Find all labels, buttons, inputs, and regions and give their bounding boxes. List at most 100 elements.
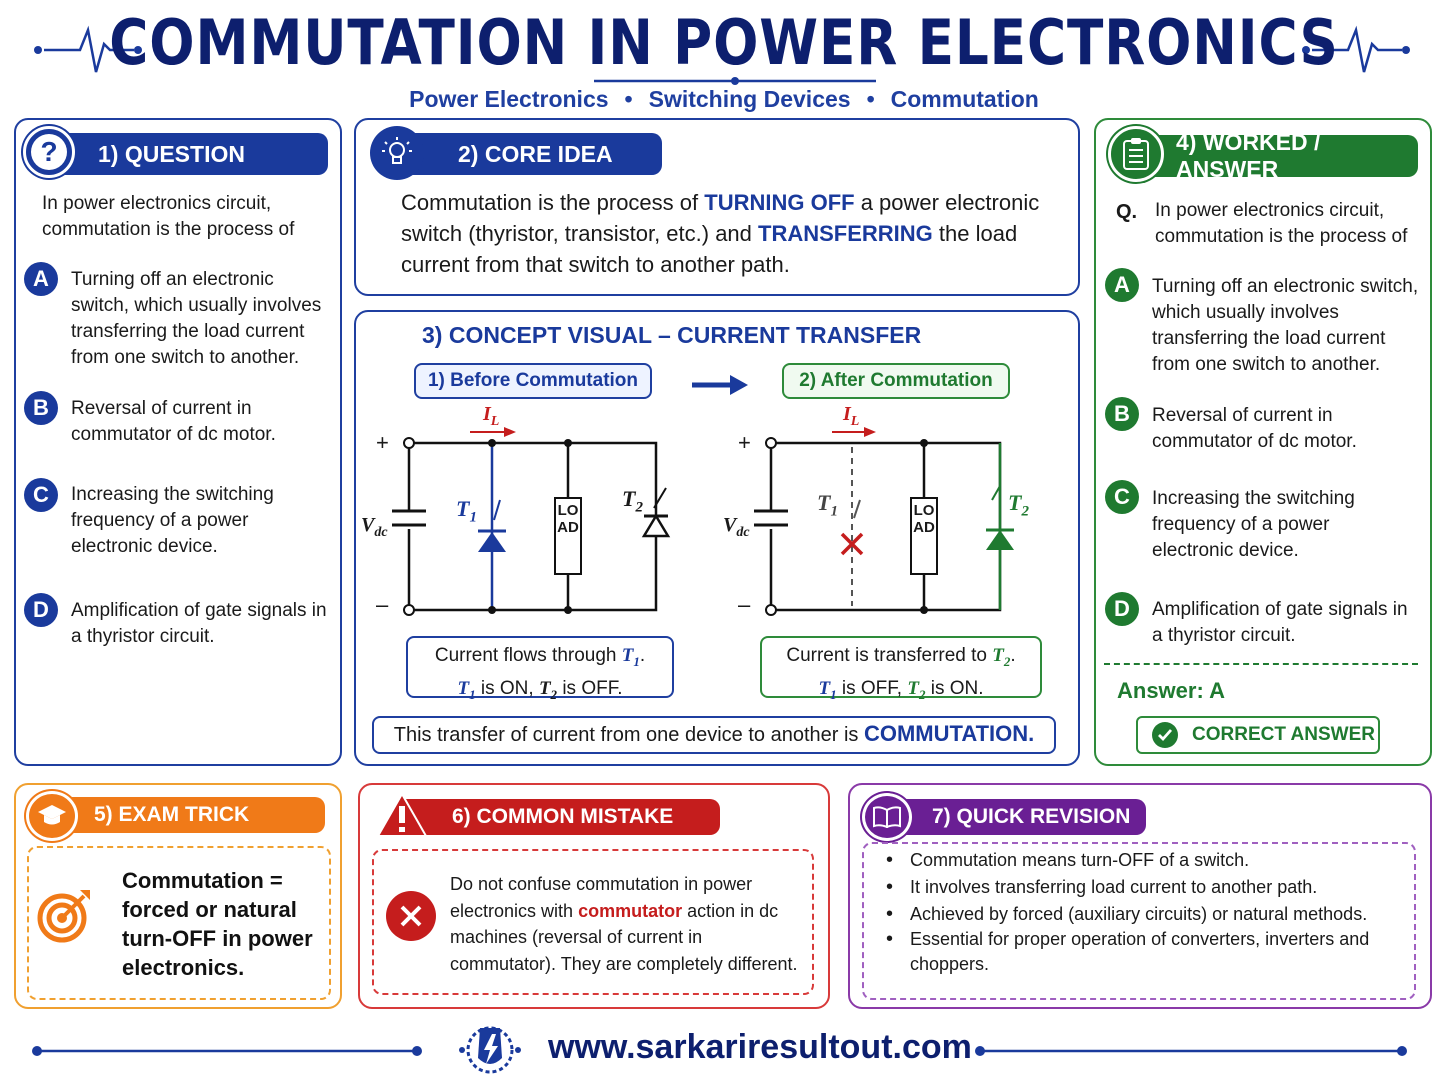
t2-symbol: T xyxy=(992,645,1004,666)
correct-answer-text: CORRECT ANSWER xyxy=(1192,724,1375,745)
question-header: 1) QUESTION xyxy=(48,133,328,175)
revision-item: Achieved by forced (auxiliary circuits) … xyxy=(880,902,1400,927)
caption-text: Current flows through xyxy=(434,645,622,666)
exam-trick-box xyxy=(27,846,331,1000)
subtitle-part-1: Power Electronics xyxy=(409,86,609,112)
t1-symbol: T xyxy=(817,490,831,515)
worked-option-a-badge: A xyxy=(1105,268,1139,302)
revision-item: It involves transferring load current to… xyxy=(880,875,1400,900)
before-il: IL xyxy=(483,403,499,430)
before-load-label: LOAD xyxy=(557,502,579,536)
t1-symbol: T xyxy=(818,677,831,699)
exam-trick-header: 5) EXAM TRICK xyxy=(46,797,325,833)
concept-summary: This transfer of current from one device… xyxy=(372,716,1056,754)
footer-line-left xyxy=(32,1046,422,1056)
worked-header: 4) WORKED / ANSWER xyxy=(1140,129,1418,182)
revision-box xyxy=(862,842,1416,1000)
before-t1-label: T1 xyxy=(456,496,477,526)
mistake-box xyxy=(372,849,814,995)
book-glyph xyxy=(873,806,901,828)
revision-item: Essential for proper operation of conver… xyxy=(880,927,1400,977)
il-symbol: I xyxy=(483,403,491,425)
subtitle-sep: • xyxy=(624,86,633,112)
lightbulb-icon xyxy=(370,126,424,180)
page-title: COMMUTATION IN POWER ELECTRONICS xyxy=(109,6,1339,79)
worked-q-label: Q. xyxy=(1116,201,1138,223)
revision-list: Commutation means turn-OFF of a switch. … xyxy=(880,848,1400,977)
after-circuit xyxy=(754,427,1014,616)
summary-highlight: COMMUTATION. xyxy=(863,721,1035,746)
vdc-symbol: V xyxy=(361,514,375,536)
t1-subscript: 1 xyxy=(830,503,838,520)
t2-subscript: 2 xyxy=(918,686,926,702)
correct-answer-badge: CORRECT ANSWER xyxy=(1136,716,1380,754)
t2-subscript: 2 xyxy=(635,499,643,516)
question-mark-icon: ? xyxy=(23,126,75,178)
caption-text: is ON, xyxy=(475,677,539,699)
t1-subscript: 1 xyxy=(469,509,477,526)
before-label: 1) Before Commutation xyxy=(414,363,652,399)
t2-subscript: 2 xyxy=(1021,503,1029,520)
option-a-text: Turning off an electronic switch, which … xyxy=(71,269,322,368)
graduation-cap-glyph xyxy=(38,805,66,825)
mistake-highlight: commutator xyxy=(578,900,683,921)
subtitle-part-2: Switching Devices xyxy=(648,86,851,112)
core-idea-header: 2) CORE IDEA xyxy=(402,133,662,175)
question-panel xyxy=(14,118,342,766)
clipboard-icon xyxy=(1108,126,1164,182)
option-d-badge: D xyxy=(24,593,58,627)
worked-option-c-text: Increasing the switching frequency of a … xyxy=(1152,488,1355,561)
core-idea-text: Commutation is the process of TURNING OF… xyxy=(401,187,1061,280)
worked-option-b-text: Reversal of current in commutator of dc … xyxy=(1152,405,1357,452)
t2-subscript: 2 xyxy=(1003,653,1011,669)
after-label: 2) After Commutation xyxy=(782,363,1010,399)
after-caption: Current is transferred to T2. T1 is OFF,… xyxy=(760,636,1042,702)
il-subscript: L xyxy=(850,414,860,429)
t2-symbol: T xyxy=(907,677,919,699)
after-t2-label: T2 xyxy=(1008,490,1029,520)
revision-item: Commutation means turn-OFF of a switch. xyxy=(880,848,1400,873)
t1-symbol: T xyxy=(621,645,634,666)
footer-url-link[interactable]: www.sarkariresultout.com xyxy=(548,1028,972,1066)
t1-symbol: T xyxy=(457,677,470,699)
after-plus: + xyxy=(738,430,751,455)
pulse-icon-left xyxy=(34,25,142,73)
t1-symbol: T xyxy=(456,496,470,521)
t1-subscript: 1 xyxy=(830,686,837,702)
mistake-text-2: action in dc machines (reversal of curre… xyxy=(450,900,798,974)
site-logo-icon xyxy=(459,1026,521,1074)
before-t2-label: T2 xyxy=(622,486,643,516)
caption-text: is OFF, xyxy=(836,677,908,699)
after-t1-label: T1 xyxy=(817,490,838,520)
mistake-text: Do not confuse commutation in power elec… xyxy=(450,871,806,977)
vdc-symbol: V xyxy=(723,514,737,536)
core-text-2: a power electronic switch (thyristor, tr… xyxy=(401,190,1040,246)
after-caption-line-2: T1 is OFF, T2 is ON. xyxy=(762,675,1040,708)
clipboard-glyph xyxy=(1123,138,1149,170)
after-vdc: Vdc xyxy=(723,514,750,541)
after-il: IL xyxy=(843,403,859,430)
caption-text: is OFF. xyxy=(557,677,623,699)
worked-option-b-badge: B xyxy=(1105,397,1139,431)
before-caption-line-2: T1 is ON, T2 is OFF. xyxy=(408,675,672,708)
question-stem: In power electronics circuit, commutatio… xyxy=(42,193,295,240)
t2-symbol: T xyxy=(1008,490,1022,515)
worked-stem: In power electronics circuit, commutatio… xyxy=(1155,200,1408,247)
worked-option-d-text: Amplification of gate signals in a thyri… xyxy=(1152,599,1408,646)
book-icon xyxy=(862,793,912,841)
concept-heading: 3) CONCEPT VISUAL – CURRENT TRANSFER xyxy=(422,322,922,348)
after-minus: – xyxy=(738,592,751,617)
option-c-text: Increasing the switching frequency of a … xyxy=(71,484,274,557)
pulse-icon-right xyxy=(1302,25,1410,73)
t2-subscript: 2 xyxy=(550,686,558,702)
before-circuit xyxy=(392,427,671,616)
cross-glyph xyxy=(400,905,422,927)
check-icon xyxy=(1152,722,1178,748)
option-b-badge: B xyxy=(24,391,58,425)
answer-label: Answer: A xyxy=(1117,678,1225,703)
core-text-1: Commutation is the process of xyxy=(401,190,705,215)
il-symbol: I xyxy=(843,403,851,425)
before-minus: – xyxy=(376,592,389,617)
vdc-subscript: dc xyxy=(736,525,750,540)
exam-trick-text: Commutation = forced or natural turn-OFF… xyxy=(122,868,313,980)
